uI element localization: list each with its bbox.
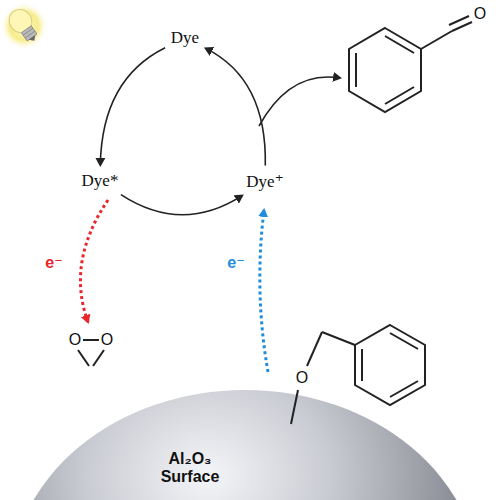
atom-label: O (474, 5, 486, 23)
atom-label: O (296, 369, 308, 387)
product-arrow (259, 77, 340, 126)
cycle-state: Dye⁺ (243, 169, 286, 194)
benzaldehyde (349, 16, 472, 112)
state-label: Dye⁺ (246, 172, 283, 191)
cycle-arrow (100, 48, 165, 165)
light-bulb (0, 2, 48, 50)
atom-label: O (69, 331, 81, 349)
atom-label: O (101, 331, 113, 349)
cycle-arrow (206, 48, 266, 165)
electron-label: e⁻ (227, 253, 244, 272)
electron-transfer-arrow (260, 210, 268, 372)
alumina-sphere (10, 390, 480, 500)
dioxirane-ring (78, 340, 104, 366)
cycle-arrow (121, 195, 242, 215)
electron-transfer-arrow (80, 200, 108, 322)
state-label: Dye (171, 28, 199, 47)
electron-label: e⁻ (45, 253, 62, 272)
benzyl-alkoxide (291, 325, 425, 424)
surface-label: Al₂O₃ Surface (150, 450, 230, 486)
cycle-state: Dye (168, 26, 202, 50)
state-label: Dye* (82, 171, 119, 190)
cycle-state: Dye* (79, 169, 122, 193)
